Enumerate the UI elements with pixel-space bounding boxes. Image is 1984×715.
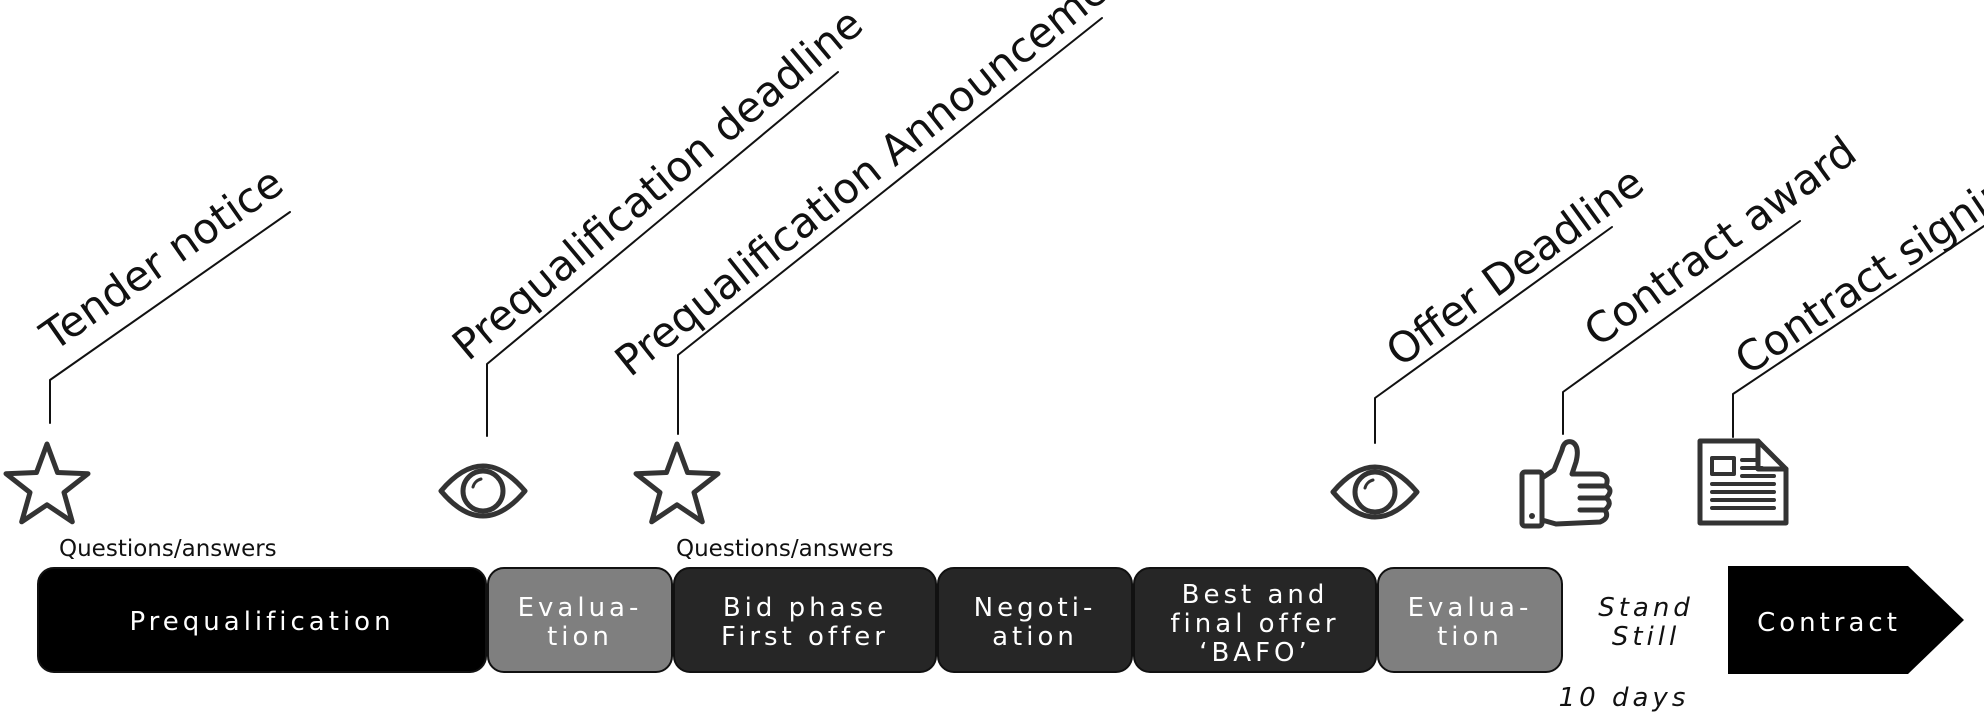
phase-label: Prequalification [129, 607, 394, 637]
qa-label: Questions/answers [676, 536, 894, 562]
phase-prequalification: Prequalification [37, 567, 487, 673]
phase-label: tion [1437, 622, 1503, 652]
eye-icon [1330, 464, 1420, 520]
thumbs-up-icon [1519, 439, 1613, 529]
phase-label: ation [992, 622, 1078, 652]
phase-label: Evalua- [1408, 593, 1533, 623]
phase-label: ‘BAFO’ [1199, 638, 1311, 668]
phase-box [1133, 567, 1377, 673]
phase-box [37, 567, 487, 673]
phase-evaluation-2: Evalua- tion [1377, 567, 1563, 673]
standstill-duration: 10 days [1559, 683, 1690, 713]
standstill-period: Stand Still 10 days [1559, 593, 1694, 713]
phase-label: tion [547, 622, 613, 652]
milestone-prequalification-announcement: Prequalification Announcement [606, 0, 1151, 435]
star-icon [633, 441, 721, 525]
phase-box [487, 567, 673, 673]
phase-label: Evalua- [518, 593, 643, 623]
qa-label: Questions/answers [59, 536, 277, 562]
document-icon [1697, 438, 1789, 526]
phase-label: Best and [1182, 580, 1329, 610]
phase-label: Negoti- [974, 593, 1097, 623]
phase-bafo: Best and final offer ‘BAFO’ [1133, 567, 1377, 673]
phase-label: First offer [721, 622, 889, 652]
standstill-label: Stand [1598, 593, 1694, 623]
milestone-tender-notice: Tender notice [31, 157, 292, 424]
phase-label: final offer [1170, 609, 1339, 639]
phase-box [673, 567, 937, 673]
phase-label: Bid phase [723, 593, 887, 623]
contract-arrow-shape [1728, 566, 1964, 674]
milestone-label: Tender notice [31, 157, 292, 360]
star-icon [3, 441, 91, 525]
eye-icon [438, 463, 528, 519]
phase-negotiation: Negoti- ation [937, 567, 1133, 673]
milestone-label: Prequalification Announcement [606, 0, 1151, 386]
contract-label: Contract [1757, 608, 1901, 638]
contract-arrow: Contract [1728, 566, 1964, 674]
phase-box [1377, 567, 1563, 673]
standstill-label: Still [1612, 622, 1680, 652]
phase-bid-phase: Bid phase First offer [673, 567, 937, 673]
phase-box [937, 567, 1133, 673]
phase-evaluation: Evalua- tion [487, 567, 673, 673]
